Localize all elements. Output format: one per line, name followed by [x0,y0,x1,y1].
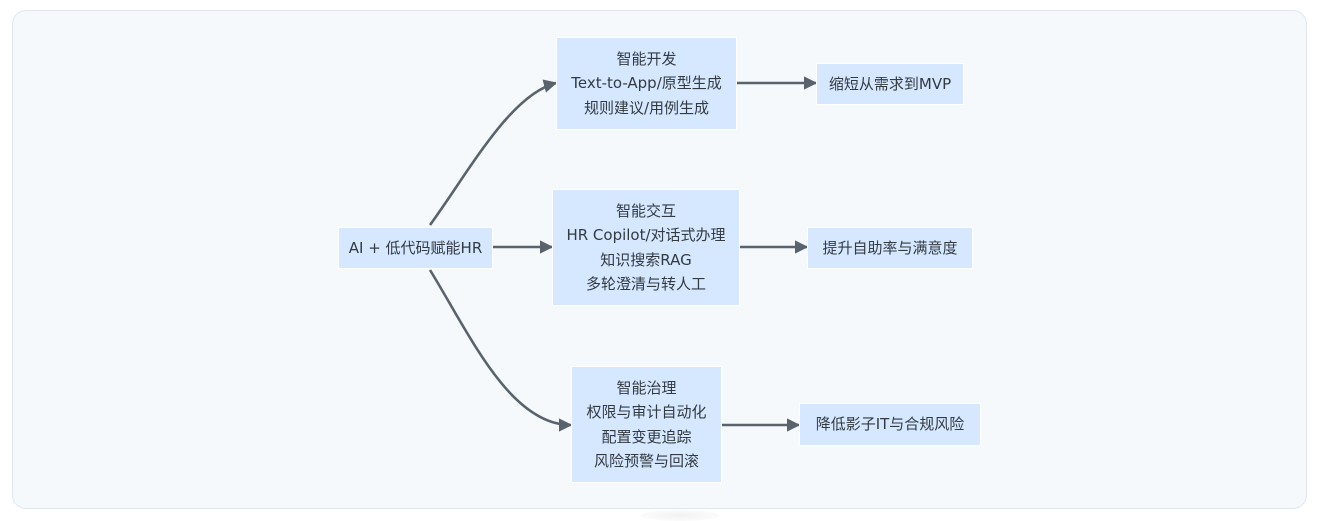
node-outcome-label: 缩短从需求到MVP [828,74,952,93]
node-title: 智能治理 [616,378,677,397]
node-outcome-compliance: 降低影子IT与合规风险 [799,403,981,446]
edge-root-to-governance [428,269,573,432]
node-smart-governance: 智能治理 权限与审计自动化 配置变更追踪 风险预警与回滚 [571,366,722,483]
node-smart-interaction: 智能交互 HR Copilot/对话式办理 知识搜索RAG 多轮澄清与转人工 [552,189,740,306]
bottom-shadow [640,510,720,521]
node-outcome-self-service: 提升自助率与满意度 [807,227,973,269]
node-line: HR Copilot/对话式办理 [566,226,726,244]
node-line: 规则建议/用例生成 [583,98,710,117]
edge-root-to-dev [428,79,558,226]
node-outcome-mvp: 缩短从需求到MVP [816,63,964,105]
node-line: 知识搜索RAG [600,250,692,269]
node-title: 智能开发 [616,49,677,68]
node-root-label: AI + 低代码赋能HR [348,238,483,257]
node-title: 智能交互 [615,201,676,220]
node-line: 多轮澄清与转人工 [585,275,706,293]
node-line: 权限与审计自动化 [586,403,707,421]
node-line: 风险预警与回滚 [593,452,699,470]
node-line: 配置变更追踪 [601,427,692,446]
node-smart-development: 智能开发 Text-to-App/原型生成 规则建议/用例生成 [556,37,737,130]
node-outcome-label: 提升自助率与满意度 [822,238,958,257]
node-line: Text-to-App/原型生成 [571,74,722,93]
node-root: AI + 低代码赋能HR [338,227,493,269]
node-outcome-label: 降低影子IT与合规风险 [815,415,965,434]
